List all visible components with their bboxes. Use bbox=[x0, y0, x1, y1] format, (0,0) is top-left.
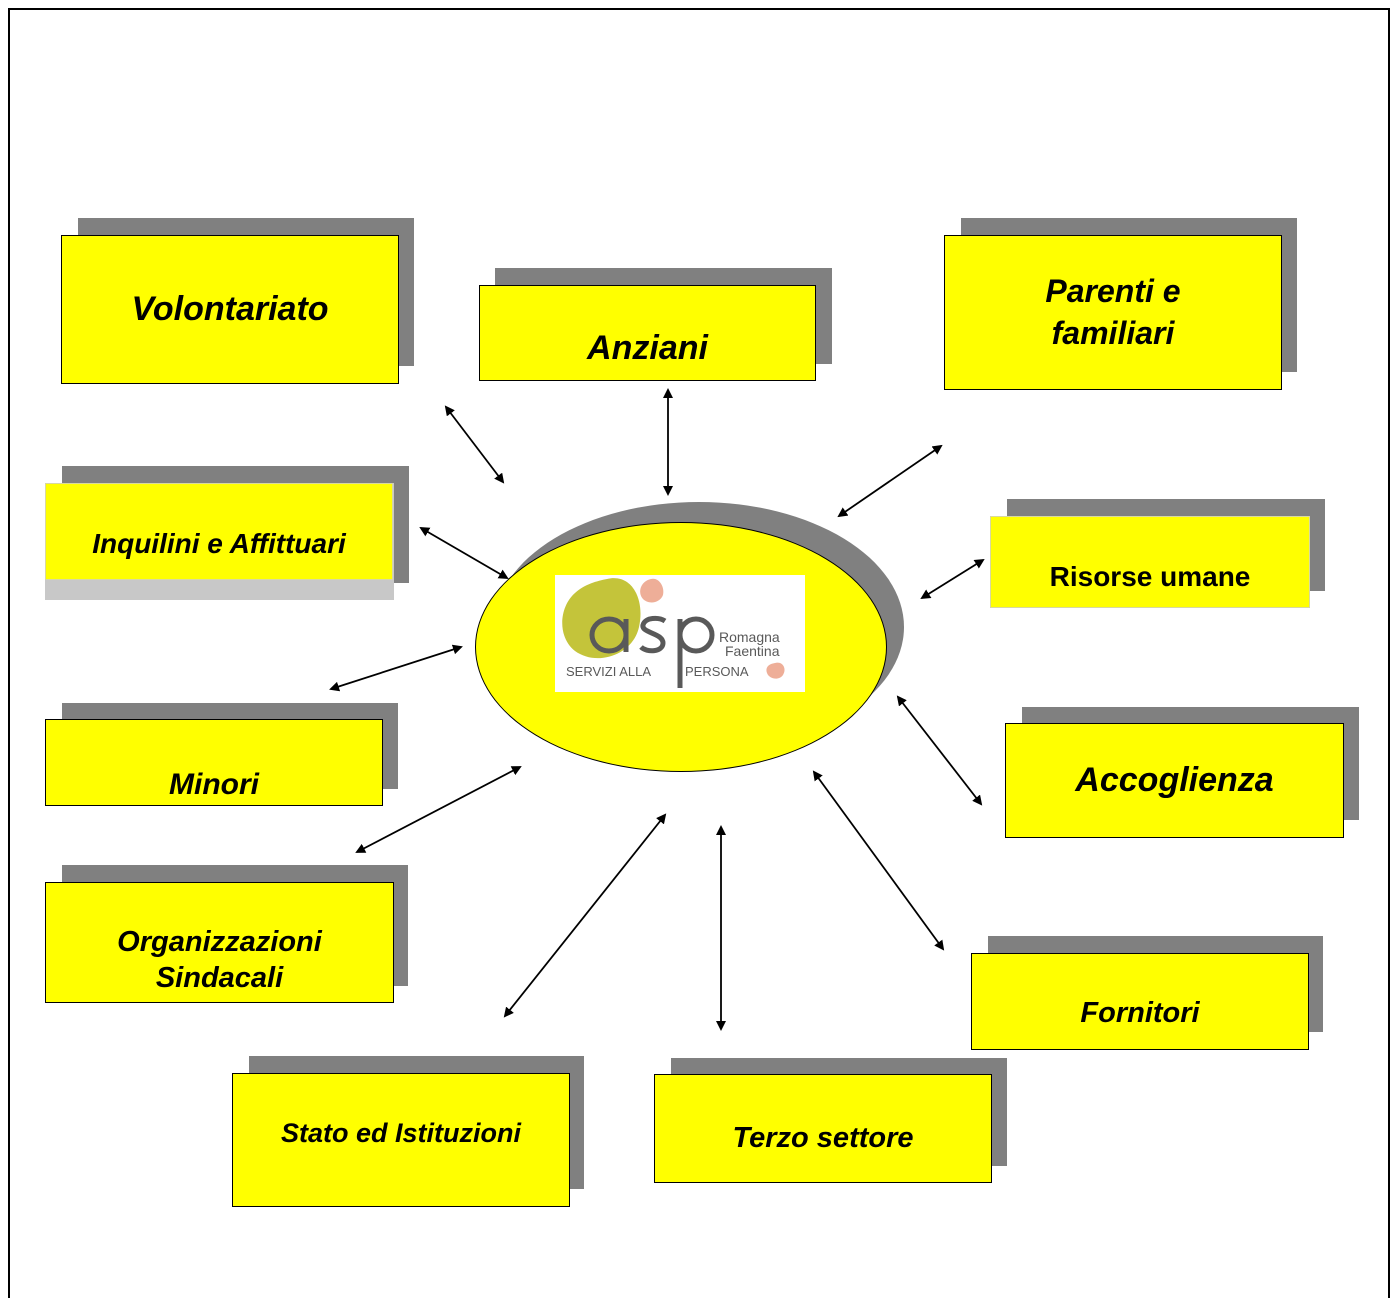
box-accoglienza: Accoglienza bbox=[1005, 723, 1344, 838]
box-parenti: Parenti e familiari bbox=[944, 235, 1282, 390]
label-fornitori: Fornitori bbox=[1080, 996, 1200, 1029]
logo-tagline-right: PERSONA bbox=[685, 664, 749, 679]
logo-letter-p bbox=[677, 616, 715, 654]
arrow-inquilini bbox=[419, 526, 509, 580]
box-minori: Minori bbox=[45, 719, 383, 806]
label-parenti: Parenti e familiari bbox=[1045, 272, 1181, 351]
logo-salmon-petal-bottom bbox=[766, 662, 785, 679]
asp-logo-graphic: Romagna Faentina SERVIZI ALLA PERSONA bbox=[562, 578, 785, 688]
box-terzo: Terzo settore bbox=[654, 1074, 992, 1183]
box-fornitori: Fornitori bbox=[971, 953, 1309, 1050]
arrow-accoglienza bbox=[896, 695, 983, 806]
logo-line1: Romagna bbox=[719, 629, 780, 645]
page-frame bbox=[8, 8, 1390, 1298]
arrow-risorse bbox=[920, 558, 985, 600]
label-stato: Stato ed Istituzioni bbox=[281, 1118, 521, 1149]
label-risorse: Risorse umane bbox=[1049, 560, 1251, 592]
arrow-parenti bbox=[837, 444, 943, 518]
arrow-fornitori bbox=[812, 770, 945, 951]
label-minori: Minori bbox=[169, 768, 259, 801]
logo-tagline-left: SERVIZI ALLA bbox=[566, 664, 651, 679]
logo-line2: Faentina bbox=[725, 643, 780, 659]
label-accoglienza: Accoglienza bbox=[1075, 761, 1274, 800]
arrow-volontariato bbox=[444, 405, 505, 484]
box-volontariato: Volontariato bbox=[61, 235, 399, 384]
logo-salmon-petal-top bbox=[640, 578, 664, 603]
box-stato: Stato ed Istituzioni bbox=[232, 1073, 570, 1207]
box-inquilini: Inquilini e Affittuari bbox=[45, 483, 393, 580]
label-anziani: Anziani bbox=[587, 328, 708, 367]
label-inquilini: Inquilini e Affittuari bbox=[92, 528, 346, 560]
label-terzo: Terzo settore bbox=[732, 1121, 914, 1154]
label-volontariato: Volontariato bbox=[131, 290, 329, 329]
arrow-organizzazioni bbox=[355, 766, 522, 853]
logo-letter-s bbox=[639, 615, 667, 654]
box-organizzazioni: Organizzazioni Sindacali bbox=[45, 882, 394, 1003]
box-risorse: Risorse umane bbox=[990, 516, 1310, 608]
label-organizzazioni: Organizzazioni Sindacali bbox=[117, 925, 322, 994]
arrow-stato bbox=[503, 813, 667, 1018]
asp-logo: Romagna Faentina SERVIZI ALLA PERSONA bbox=[555, 575, 805, 692]
box-anziani: Anziani bbox=[479, 285, 816, 381]
arrow-minori bbox=[329, 644, 463, 692]
